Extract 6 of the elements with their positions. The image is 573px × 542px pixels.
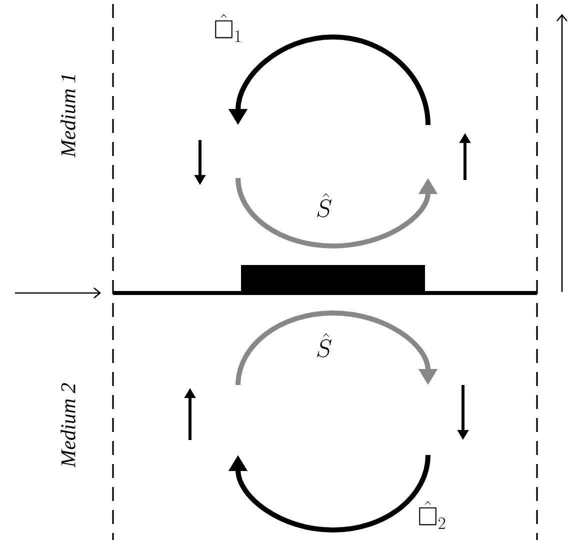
operator-label: $\hat{S}$ (317, 333, 332, 358)
operator-label: $\hat{\square}_2$ (419, 501, 446, 529)
operator-label: $\hat{S}$ (317, 193, 332, 218)
medium-label: Medium 2 (60, 383, 76, 468)
operator-label: $\hat{\square}_1$ (215, 14, 241, 42)
medium-label: Medium 1 (60, 74, 76, 158)
